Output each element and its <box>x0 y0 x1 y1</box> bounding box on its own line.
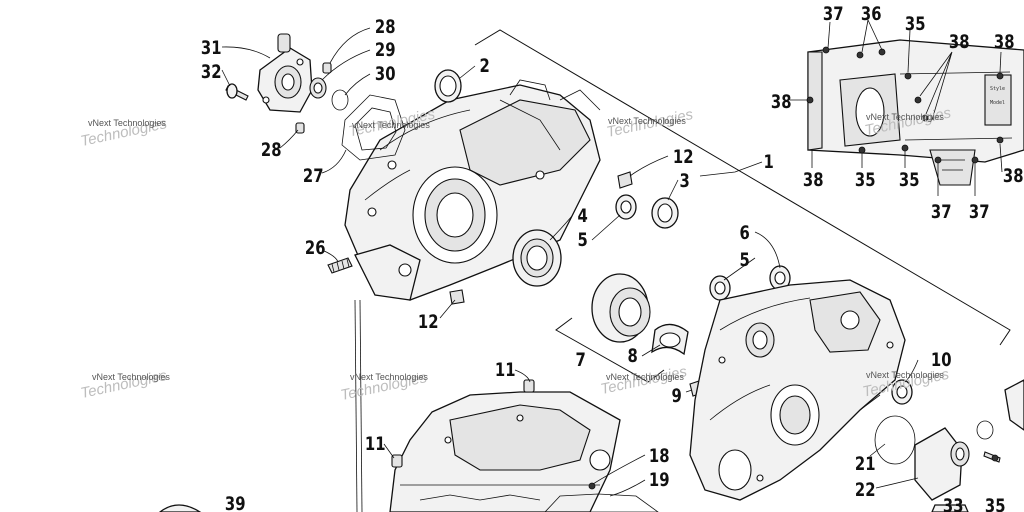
callout-2: 2 <box>479 55 489 77</box>
callout-6: 6 <box>739 222 749 244</box>
callout-26: 26 <box>305 237 326 259</box>
callout-36: 36 <box>861 3 882 25</box>
dowel-pin-12-upper <box>617 171 633 189</box>
callout-9: 9 <box>671 385 681 407</box>
watermark-4: vNext Technologies <box>866 112 944 122</box>
assembly-bracket-frame <box>474 29 1011 346</box>
callout-5-right: 5 <box>739 249 749 271</box>
callout-35-a: 35 <box>905 13 926 35</box>
watermark-7: vNext Technologies <box>606 372 684 382</box>
o-ring-21 <box>874 415 916 465</box>
callout-33: 33 <box>943 495 964 512</box>
watermark-3: vNext Technologies <box>608 116 686 126</box>
callout-12-lower: 12 <box>418 311 439 333</box>
callout-10: 10 <box>931 349 952 371</box>
pin-11-lower <box>391 454 403 468</box>
oil-pump-cover <box>257 33 313 113</box>
part-33 <box>931 504 969 512</box>
callout-labels: 1 2 3 4 5 5 6 7 8 9 10 11 11 12 12 18 19… <box>201 3 1024 512</box>
bolt-near-cap <box>983 451 1001 463</box>
oil-seal-3 <box>651 197 679 229</box>
lower-oil-pan <box>389 391 621 512</box>
leader-lines <box>221 19 1003 497</box>
dipstick-tube-line <box>354 299 358 512</box>
callout-4: 4 <box>577 205 587 227</box>
callout-22: 22 <box>855 479 876 501</box>
callout-31: 31 <box>201 37 222 59</box>
callout-32: 32 <box>201 61 222 83</box>
gasket-27 <box>341 94 406 161</box>
dipstick-tube-line-2 <box>359 299 363 512</box>
callout-3: 3 <box>679 170 689 192</box>
watermark-2: vNext Technologies <box>352 120 430 130</box>
callout-5-left: 5 <box>577 229 587 251</box>
bolt-18 <box>588 482 596 490</box>
o-ring-30 <box>331 89 349 111</box>
callout-30: 30 <box>375 63 396 85</box>
plate-text-line1: Style <box>990 86 1005 92</box>
callout-19: 19 <box>649 469 670 491</box>
oil-seal-10 <box>891 379 913 405</box>
screw-part-32 <box>225 83 249 101</box>
seal-6 <box>769 265 791 291</box>
pin-11-upper <box>523 379 535 393</box>
filter-cap-22 <box>914 427 970 501</box>
plug-edge <box>1004 379 1024 431</box>
bearing-bracket-frame <box>555 317 665 383</box>
seal-5-left <box>615 194 637 220</box>
stud-26 <box>327 257 353 274</box>
callout-7: 7 <box>575 349 585 371</box>
callout-37-b: 37 <box>931 201 952 223</box>
seal-5-right <box>709 275 731 301</box>
callout-37-a: 37 <box>823 3 844 25</box>
small-washer <box>976 420 994 440</box>
left-crankcase-half <box>344 79 601 301</box>
callout-38-c: 38 <box>771 91 792 113</box>
callout-8: 8 <box>627 345 637 367</box>
right-crankcase-half <box>689 279 906 501</box>
callout-29: 29 <box>375 39 396 61</box>
callout-27: 27 <box>303 165 324 187</box>
watermark-1: vNext Technologies <box>88 118 166 128</box>
callout-38-b: 38 <box>994 31 1015 53</box>
callout-11-upper: 11 <box>495 359 516 381</box>
watermark-6: vNext Technologies <box>350 372 428 382</box>
callout-12-upper: 12 <box>673 146 694 168</box>
callout-18: 18 <box>649 445 670 467</box>
plate-text-line2: Model <box>990 100 1005 106</box>
gasket-19 <box>544 493 659 512</box>
callout-21: 21 <box>855 453 876 475</box>
callout-38-e: 38 <box>1003 165 1024 187</box>
o-ring-29-inner <box>313 82 323 94</box>
callout-38-d: 38 <box>803 169 824 191</box>
callout-35-c: 35 <box>899 169 920 191</box>
part-39 <box>158 504 202 512</box>
watermark-5: vNext Technologies <box>92 372 170 382</box>
watermark-8: vNext Technologies <box>866 370 944 380</box>
callout-35-d: 35 <box>985 495 1006 512</box>
inset-crankcase-top-view: Style Model <box>806 39 1024 186</box>
callout-28-upper: 28 <box>375 16 396 38</box>
gasket-27-inner <box>354 107 397 151</box>
callout-35-b: 35 <box>855 169 876 191</box>
callout-37-c: 37 <box>969 201 990 223</box>
callout-1: 1 <box>763 151 773 173</box>
callout-28-lower: 28 <box>261 139 282 161</box>
bushing-8 <box>651 323 689 356</box>
oil-seal-2 <box>434 69 462 103</box>
dowel-pin-28-upper <box>322 62 332 74</box>
bearing-4 <box>512 229 562 287</box>
bearing-housing-7 <box>591 273 651 343</box>
callout-38-a: 38 <box>949 31 970 53</box>
dowel-pin-12-lower <box>449 289 465 305</box>
callout-39: 39 <box>225 493 246 512</box>
callout-11-lower: 11 <box>365 433 386 455</box>
